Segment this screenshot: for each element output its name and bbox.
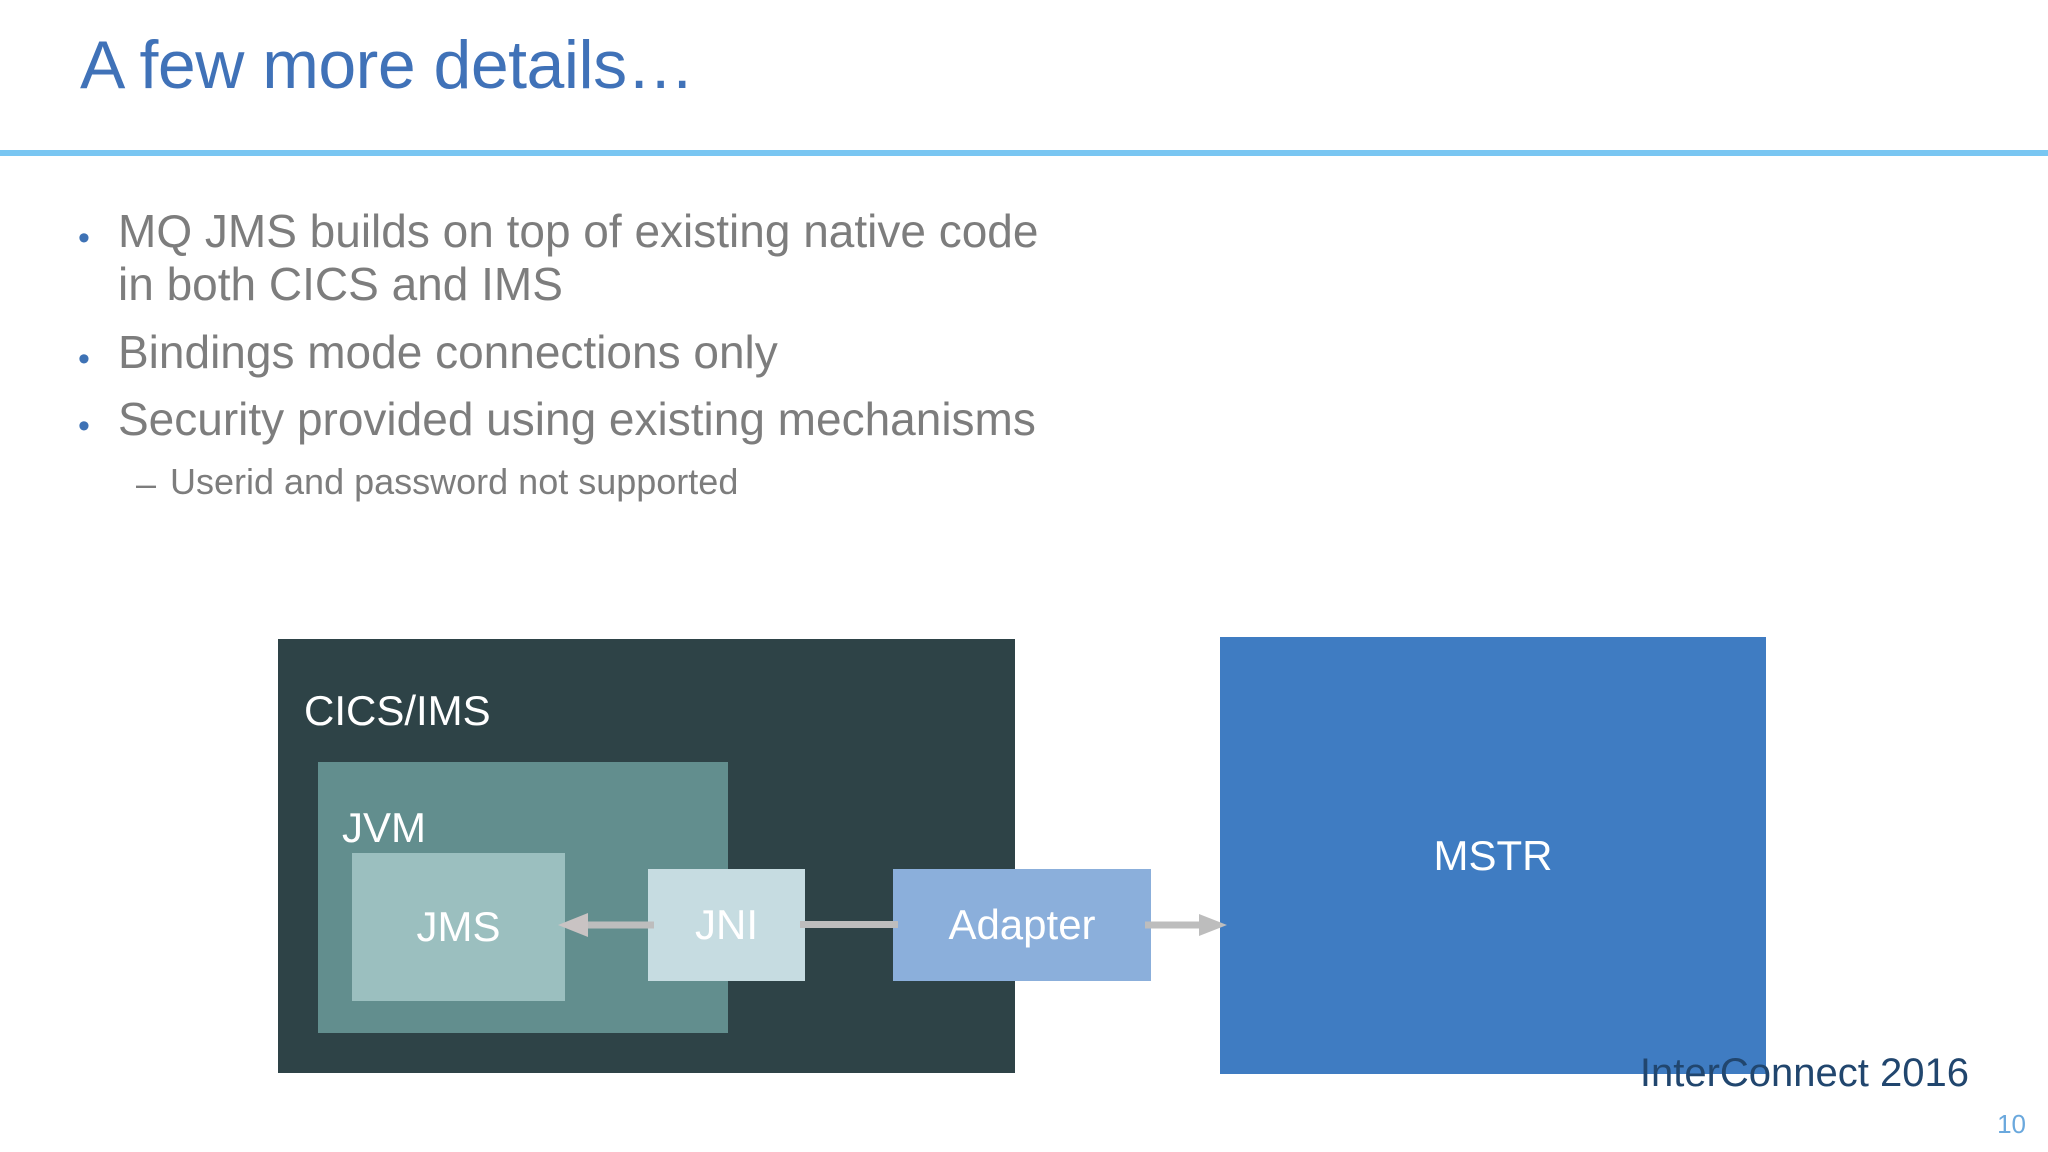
connector-jni-adapter	[800, 921, 898, 928]
dash-marker-icon: –	[136, 463, 157, 505]
title-divider	[0, 150, 2048, 156]
bullet-text: MQ JMS builds on top of existing native …	[118, 205, 1039, 311]
bullet-marker-icon: •	[78, 407, 90, 446]
sub-bullet-text: Userid and password not supported	[170, 461, 739, 503]
page-title: A few more details…	[80, 27, 695, 103]
bullet-marker-icon: •	[78, 219, 90, 257]
slide-number: 10	[1997, 1109, 2026, 1139]
diagram-box-adapter: Adapter	[893, 869, 1151, 981]
bullet-list: • MQ JMS builds on top of existing nativ…	[78, 205, 1578, 518]
diagram-label-cicsims: CICS/IMS	[304, 687, 491, 734]
bullet-text: Bindings mode connections only	[118, 325, 778, 378]
arrow-adapter-to-mstr-icon	[1145, 914, 1227, 936]
bullet-text: Security provided using existing mechani…	[118, 393, 1036, 446]
bullet-marker-icon: •	[78, 339, 90, 378]
diagram-label-jvm: JVM	[342, 804, 426, 851]
list-item: • Security provided using existing mecha…	[78, 393, 1578, 446]
list-item: • MQ JMS builds on top of existing nativ…	[78, 205, 1578, 312]
arrow-jni-to-jms-icon	[558, 913, 654, 937]
diagram-box-jni: JNI	[648, 869, 805, 981]
sub-list-item: – Userid and password not supported	[78, 460, 1578, 503]
list-item: • Bindings mode connections only	[78, 326, 1578, 379]
diagram-box-mstr: MSTR	[1220, 637, 1766, 1074]
diagram-box-jms: JMS	[352, 853, 565, 1001]
footer-brand: InterConnect 2016	[1639, 1051, 1969, 1095]
